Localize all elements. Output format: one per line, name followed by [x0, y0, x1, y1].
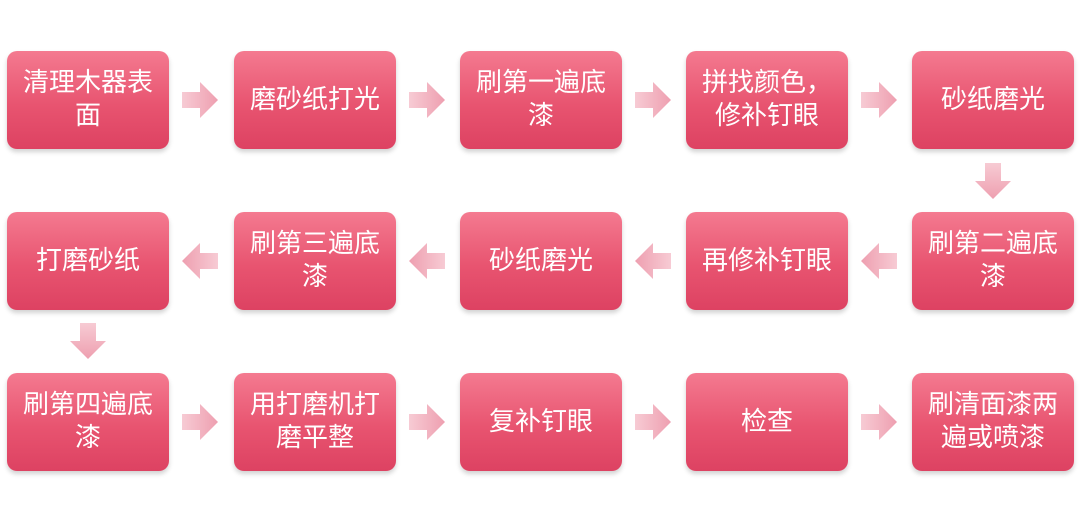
step-box-7: 再修补钉眼	[686, 212, 848, 310]
step-label-3: 刷第一遍底漆	[475, 68, 606, 131]
step-label-2: 磨砂纸打光	[249, 84, 380, 115]
arrow-right-icon	[182, 404, 218, 440]
step-label-5: 砂纸磨光	[940, 84, 1045, 115]
arrow-right-icon	[409, 404, 445, 440]
arrow-right-icon	[635, 82, 671, 118]
step-label-14: 检查	[740, 406, 793, 437]
arrow-right-icon	[409, 82, 445, 118]
step-box-11: 刷第四遍底漆	[7, 373, 169, 471]
arrow-left-icon	[409, 243, 445, 279]
step-label-11: 刷第四遍底漆	[22, 390, 153, 453]
step-box-8: 砂纸磨光	[460, 212, 622, 310]
step-label-6: 刷第二遍底漆	[927, 229, 1058, 292]
step-box-1: 清理木器表面	[7, 51, 169, 149]
step-label-12: 用打磨机打磨平整	[249, 390, 380, 453]
step-label-9: 刷第三遍底漆	[249, 229, 380, 292]
step-label-7: 再修补钉眼	[701, 245, 832, 276]
arrow-left-icon	[182, 243, 218, 279]
step-label-15: 刷清面漆两遍或喷漆	[927, 390, 1058, 453]
step-label-4: 拼找颜色，修补钉眼	[701, 68, 832, 131]
step-box-4: 拼找颜色，修补钉眼	[686, 51, 848, 149]
arrow-right-icon	[861, 404, 897, 440]
arrow-right-icon	[635, 404, 671, 440]
step-label-8: 砂纸磨光	[488, 245, 593, 276]
step-box-10: 打磨砂纸	[7, 212, 169, 310]
arrow-down-icon	[70, 323, 106, 359]
step-box-9: 刷第三遍底漆	[234, 212, 396, 310]
step-box-5: 砂纸磨光	[912, 51, 1074, 149]
step-label-10: 打磨砂纸	[35, 245, 140, 276]
arrow-right-icon	[861, 82, 897, 118]
arrow-left-icon	[635, 243, 671, 279]
step-box-15: 刷清面漆两遍或喷漆	[912, 373, 1074, 471]
step-box-3: 刷第一遍底漆	[460, 51, 622, 149]
step-box-6: 刷第二遍底漆	[912, 212, 1074, 310]
step-label-13: 复补钉眼	[488, 406, 593, 437]
step-box-14: 检查	[686, 373, 848, 471]
arrow-left-icon	[861, 243, 897, 279]
step-box-2: 磨砂纸打光	[234, 51, 396, 149]
arrow-down-icon	[975, 163, 1011, 199]
step-box-13: 复补钉眼	[460, 373, 622, 471]
arrow-right-icon	[182, 82, 218, 118]
step-label-1: 清理木器表面	[22, 68, 153, 131]
step-box-12: 用打磨机打磨平整	[234, 373, 396, 471]
